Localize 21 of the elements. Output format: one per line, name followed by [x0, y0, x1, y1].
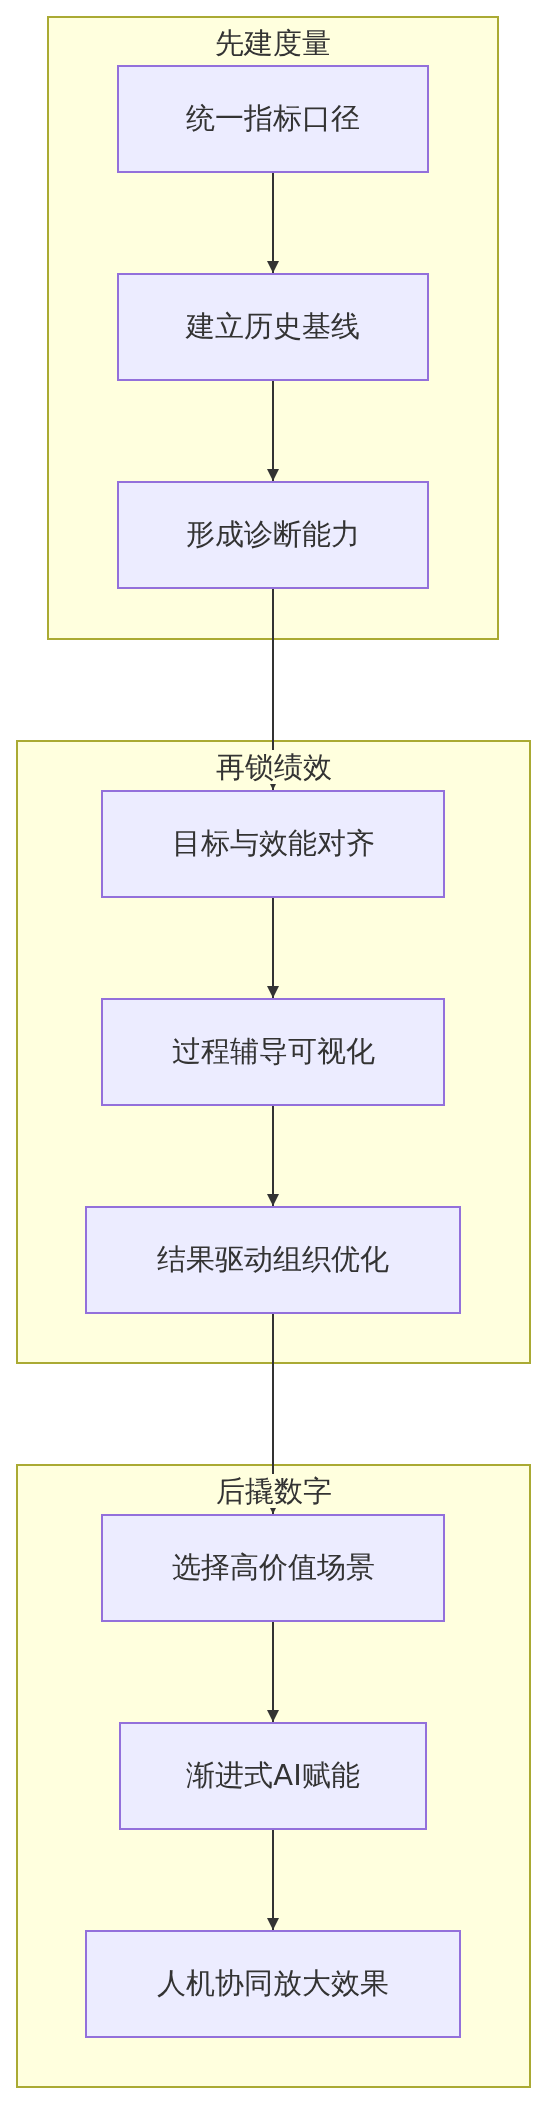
group-box [16, 740, 531, 1364]
process-box: 目标与效能对齐 [101, 790, 445, 898]
arrow [267, 897, 279, 999]
arrow [267, 1105, 279, 1207]
arrow [267, 1829, 279, 1931]
process-box: 人机协同放大效果 [85, 1930, 461, 2038]
arrow [267, 172, 279, 274]
arrow [267, 380, 279, 482]
group-title: 先建度量 [213, 26, 333, 60]
arrow [267, 1621, 279, 1723]
group-title: 再锁绩效 [213, 750, 334, 784]
group-box [16, 1464, 531, 2088]
process-box: 渐进式AI赋能 [119, 1722, 427, 1830]
process-box: 选择高价值场景 [101, 1514, 445, 1622]
process-box: 统一指标口径 [117, 65, 429, 173]
group-title: 后撬数字 [213, 1474, 334, 1508]
process-box: 过程辅导可视化 [101, 998, 445, 1106]
process-box: 结果驱动组织优化 [85, 1206, 461, 1314]
process-box: 建立历史基线 [117, 273, 429, 381]
process-box: 形成诊断能力 [117, 481, 429, 589]
group-box [47, 16, 499, 640]
